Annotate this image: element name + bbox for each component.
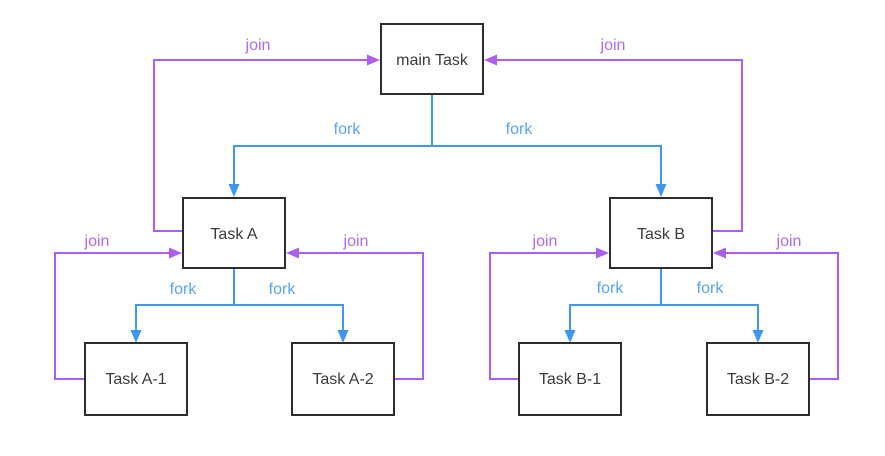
task-a-label: Task A — [210, 226, 257, 243]
fork-arrowheads — [130, 184, 764, 343]
task-a-node — [182, 197, 286, 269]
task-a-1-node — [84, 342, 188, 416]
arrowhead-into-task-a-2 — [337, 330, 349, 343]
join-label-b-main: join — [600, 37, 626, 54]
main-task-node — [380, 23, 484, 95]
join-label-a2-a: join — [343, 233, 369, 250]
fork-edge-task-b-to-task-b-1 — [569, 268, 662, 332]
task-node-labels: main Task Task A Task B Task A-1 Task A-… — [105, 52, 789, 388]
main-task-label: main Task — [396, 52, 469, 69]
arrowhead-into-task-a-right — [286, 247, 299, 259]
join-label-a1-a: join — [84, 233, 110, 250]
arrowhead-into-task-a-1 — [130, 330, 142, 343]
arrowhead-into-task-b-1 — [564, 330, 576, 343]
join-label-b2-b: join — [776, 233, 802, 250]
task-b-2-label: Task B-2 — [727, 371, 789, 388]
fork-label-b-b2: fork — [697, 280, 725, 297]
fork-label-main-a: fork — [334, 121, 362, 138]
task-a-2-label: Task A-2 — [312, 371, 373, 388]
fork-label-a-a2: fork — [269, 281, 297, 298]
join-label-b1-b: join — [532, 233, 558, 250]
task-b-2-node — [706, 342, 810, 416]
task-a-1-label: Task A-1 — [105, 371, 166, 388]
fork-edges — [135, 94, 759, 332]
fork-edge-task-a-to-task-a-2 — [233, 268, 344, 332]
arrowhead-into-main-right — [484, 54, 497, 66]
join-edge-task-a-1-to-task-a — [54, 252, 170, 380]
arrowhead-into-task-b-left — [596, 247, 609, 259]
task-a-2-node — [291, 342, 395, 416]
join-edge-task-b-to-main — [496, 59, 743, 232]
arrowhead-into-task-a — [228, 184, 240, 197]
fork-labels: fork fork fork fork fork fork — [170, 121, 725, 298]
fork-label-b-b1: fork — [597, 280, 625, 297]
join-edge-task-b-1-to-task-b — [489, 252, 597, 380]
arrowhead-into-task-b-2 — [752, 330, 764, 343]
fork-label-main-b: fork — [506, 121, 534, 138]
join-edge-task-b-2-to-task-b — [725, 252, 839, 380]
arrowhead-into-main-left — [367, 54, 380, 66]
join-labels: join join join join join join — [84, 37, 802, 250]
join-edge-task-a-to-main — [153, 59, 368, 232]
fork-edge-task-b-to-task-b-2 — [660, 268, 759, 332]
arrowhead-into-task-b — [655, 184, 667, 197]
fork-edge-main-to-task-b — [431, 94, 662, 186]
task-b-1-node — [518, 342, 622, 416]
join-label-a-main: join — [245, 37, 271, 54]
task-b-node — [609, 197, 713, 269]
join-edge-task-a-2-to-task-a — [298, 252, 424, 380]
task-b-1-label: Task B-1 — [539, 371, 601, 388]
fork-edge-task-a-to-task-a-1 — [135, 268, 235, 332]
task-b-label: Task B — [637, 226, 685, 243]
task-nodes — [84, 23, 810, 416]
join-edges — [54, 59, 839, 380]
fork-edge-main-to-task-a — [233, 94, 433, 186]
join-arrowheads — [169, 54, 726, 259]
fork-label-a-a1: fork — [170, 281, 198, 298]
arrowhead-into-task-b-right — [713, 247, 726, 259]
arrowhead-into-task-a-left — [169, 247, 182, 259]
